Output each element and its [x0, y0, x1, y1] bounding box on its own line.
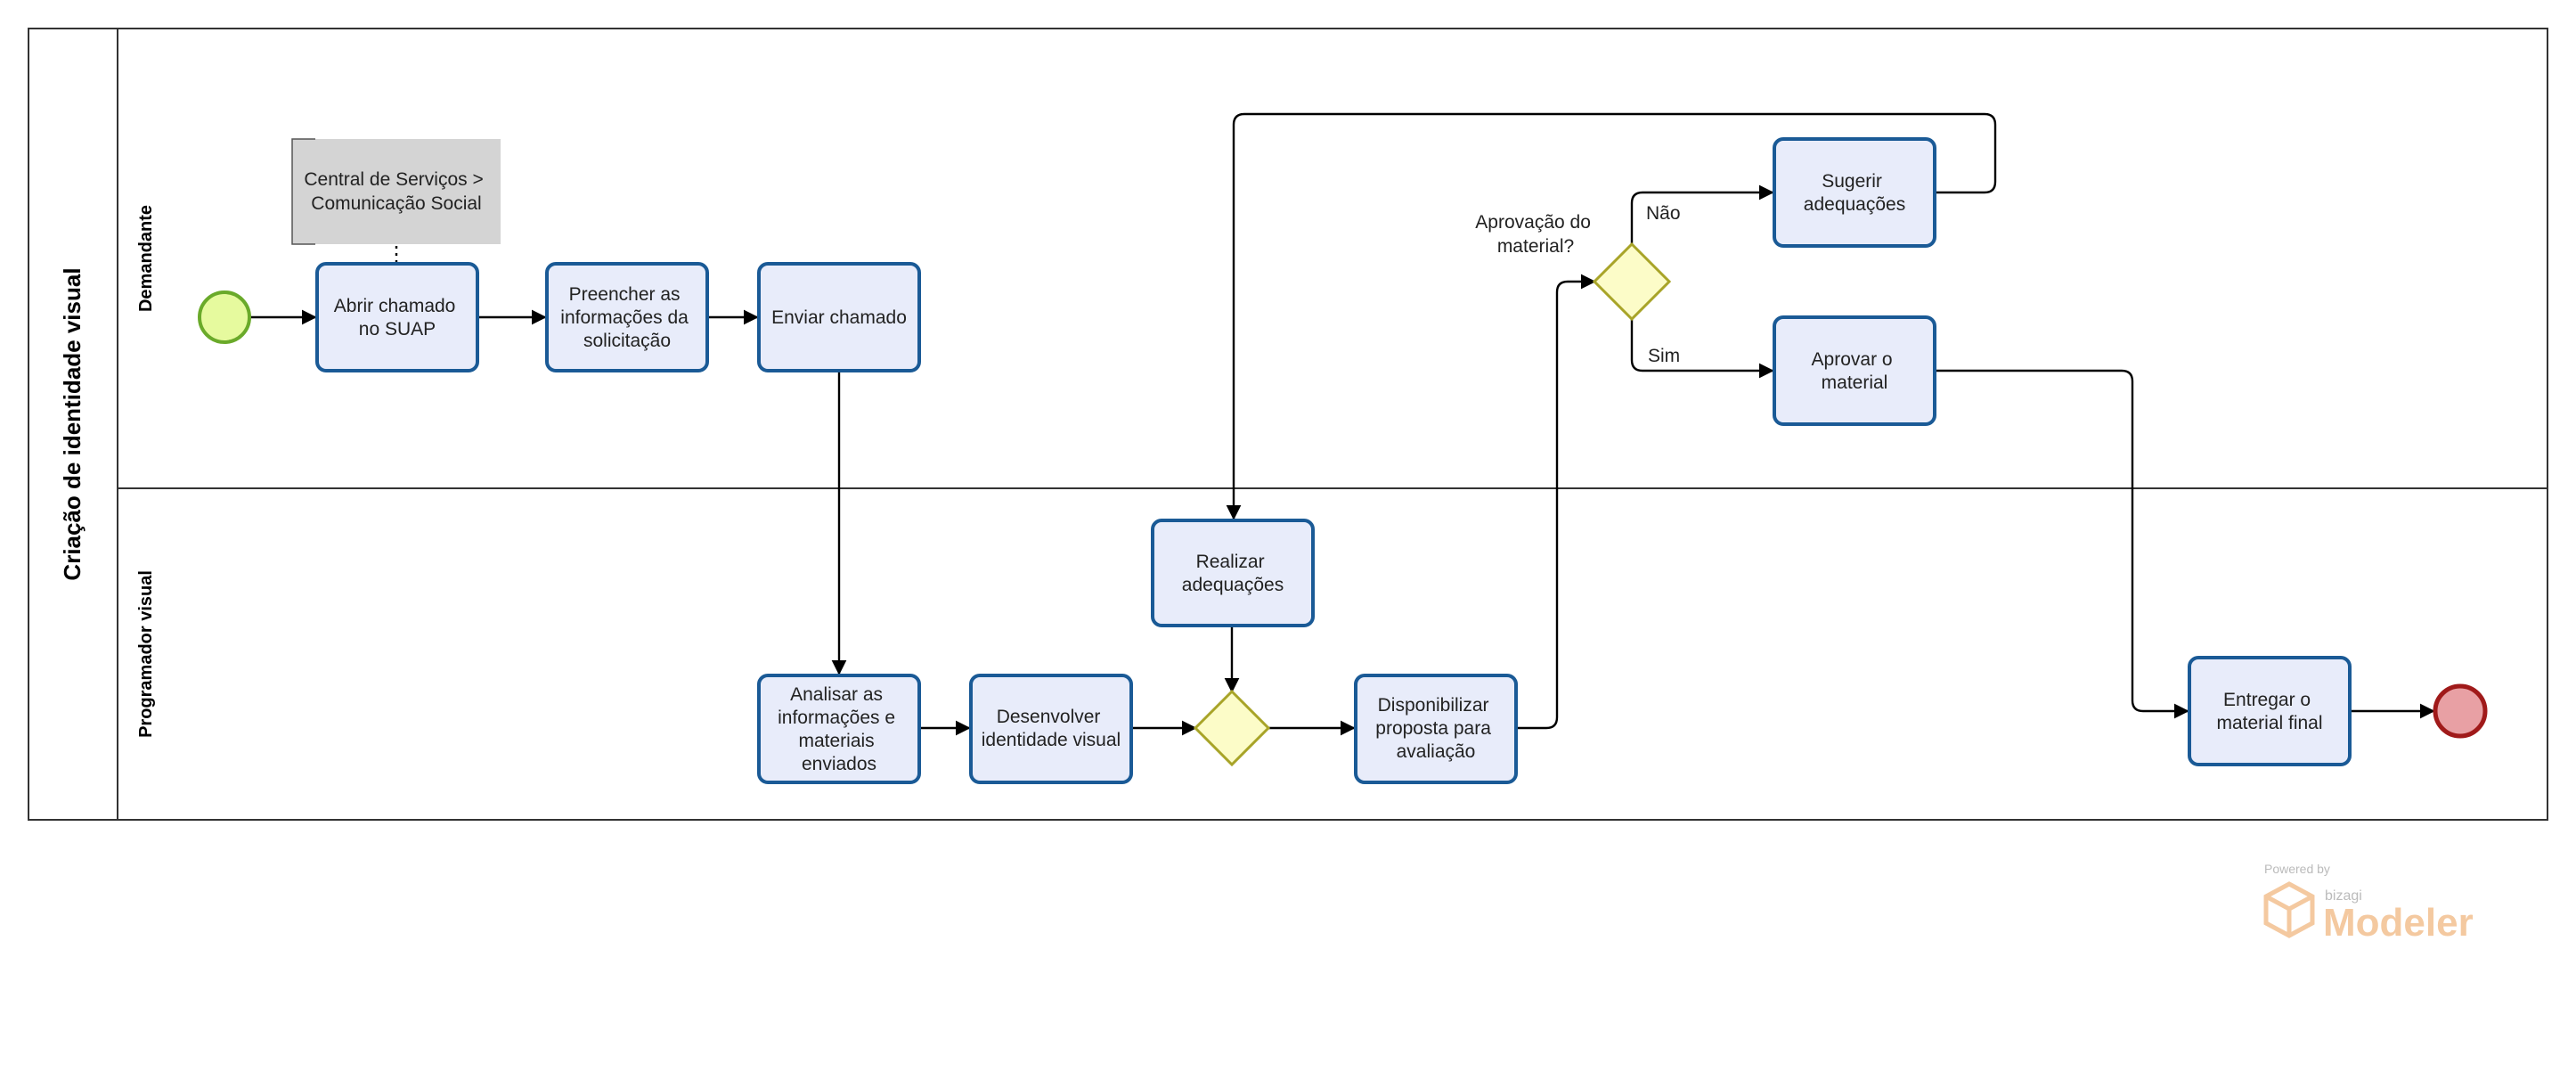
annotation-line-2: Comunicação Social [311, 193, 481, 214]
pool: Criação de identidade visual Demandante … [28, 28, 2548, 821]
task-aprovar-material[interactable]: Aprovar o material [1773, 315, 1936, 426]
task-abrir-chamado[interactable]: Abrir chamado no SUAP [315, 262, 479, 372]
task-analisar[interactable]: Analisar as informações e materiais envi… [757, 674, 921, 784]
task-realizar-line-2: adequações [1182, 575, 1284, 595]
task-disponibilizar-line-3: avaliação [1397, 741, 1476, 762]
lane-title-demandante: Demandante [136, 205, 156, 312]
powered-by-text: Powered by [2264, 862, 2330, 876]
task-aprovar-line-1: Aprovar o [1812, 349, 1893, 370]
task-realizar-label: Realizar adequações [1182, 552, 1284, 595]
gateway-question-line-2: material? [1497, 236, 1574, 257]
flow-disponibilizar-decision [1516, 274, 1596, 730]
task-preencher-line-3: solicitação [583, 331, 671, 351]
task-analisar-label: Analisar as informações e materiais envi… [778, 684, 901, 774]
task-desenvolver-label: Desenvolver identidade visual [982, 707, 1121, 750]
task-entregar-line-1: Entregar o [2223, 690, 2311, 710]
flow-sugerir-realizar [1226, 112, 1997, 520]
end-event[interactable] [2433, 683, 2488, 739]
sequence-flows [249, 112, 2435, 736]
annotation-bracket [291, 138, 315, 245]
task-disponibilizar-line-1: Disponibilizar [1378, 695, 1489, 716]
task-disponibilizar-line-2: proposta para [1375, 718, 1491, 739]
bizagi-brand-small: bizagi [2325, 888, 2362, 904]
task-abrir-line-2: no SUAP [359, 319, 436, 340]
flow-decision-sugerir [1630, 184, 1774, 244]
task-preencher-label: Preencher as informações da solicitação [560, 284, 693, 351]
task-entregar-label: Entregar o material final [2216, 690, 2322, 733]
flow-aprovar-entregar [1935, 369, 2189, 719]
bizagi-logo-icon [2263, 881, 2315, 938]
bizagi-brand-big: Modeler [2323, 901, 2474, 945]
approval-gateway[interactable] [1592, 241, 1672, 322]
task-enviar-line-1: Enviar chamado [771, 307, 907, 328]
task-entregar-line-2: material final [2216, 713, 2322, 733]
merge-gateway[interactable] [1193, 689, 1271, 767]
task-sugerir-label: Sugerir adequações [1804, 171, 1905, 215]
task-aprovar-label: Aprovar o material [1812, 349, 1898, 393]
task-aprovar-line-2: material [1822, 372, 1888, 393]
annotation-box [292, 139, 501, 244]
task-realizar-adequacoes[interactable]: Realizar adequações [1151, 519, 1315, 627]
task-enviar-label: Enviar chamado [771, 307, 907, 328]
task-sugerir-adequacoes[interactable]: Sugerir adequações [1773, 137, 1936, 248]
task-realizar-line-1: Realizar [1196, 552, 1265, 572]
task-preencher-line-2: informações da [560, 307, 689, 328]
gateway-question-line-1: Aprovação do [1475, 212, 1591, 233]
pool-title: Criação de identidade visual [59, 267, 86, 580]
pool-border [28, 28, 2548, 821]
annotation-text: Central de Serviços > Comunicação Social [304, 169, 488, 214]
task-disponibilizar-label: Disponibilizar proposta para avaliação [1375, 695, 1496, 762]
flow-decision-aprovar [1630, 319, 1774, 379]
task-preencher[interactable]: Preencher as informações da solicitação [545, 262, 709, 372]
gateway-label-yes: Sim [1648, 346, 1680, 366]
annotation-central-servicos[interactable]: Central de Serviços > Comunicação Social [291, 138, 501, 264]
task-analisar-line-1: Analisar as [790, 684, 883, 705]
task-analisar-line-3: materiais [798, 731, 874, 751]
gateway-question: Aprovação do material? [1475, 212, 1595, 257]
task-desenvolver-line-2: identidade visual [982, 730, 1121, 750]
task-desenvolver[interactable]: Desenvolver identidade visual [969, 674, 1133, 784]
task-desenvolver-line-1: Desenvolver [997, 707, 1101, 727]
annotation-line-1: Central de Serviços > [304, 169, 483, 190]
task-analisar-line-2: informações e [778, 708, 895, 728]
task-enviar-chamado[interactable]: Enviar chamado [757, 262, 921, 372]
gateway-label-no: Não [1646, 203, 1681, 224]
bizagi-watermark: Powered by bizagi Modeler [2263, 862, 2474, 945]
start-event[interactable] [198, 290, 251, 344]
lane-title-programador: Programador visual [136, 570, 156, 738]
task-analisar-line-4: enviados [802, 754, 876, 774]
task-entregar-material[interactable]: Entregar o material final [2188, 656, 2352, 766]
task-abrir-line-1: Abrir chamado [334, 296, 456, 316]
task-disponibilizar[interactable]: Disponibilizar proposta para avaliação [1354, 674, 1518, 784]
task-abrir-label: Abrir chamado no SUAP [334, 296, 461, 340]
task-sugerir-line-1: Sugerir [1822, 171, 1882, 192]
task-sugerir-line-2: adequações [1804, 194, 1905, 215]
task-preencher-line-1: Preencher as [569, 284, 681, 305]
